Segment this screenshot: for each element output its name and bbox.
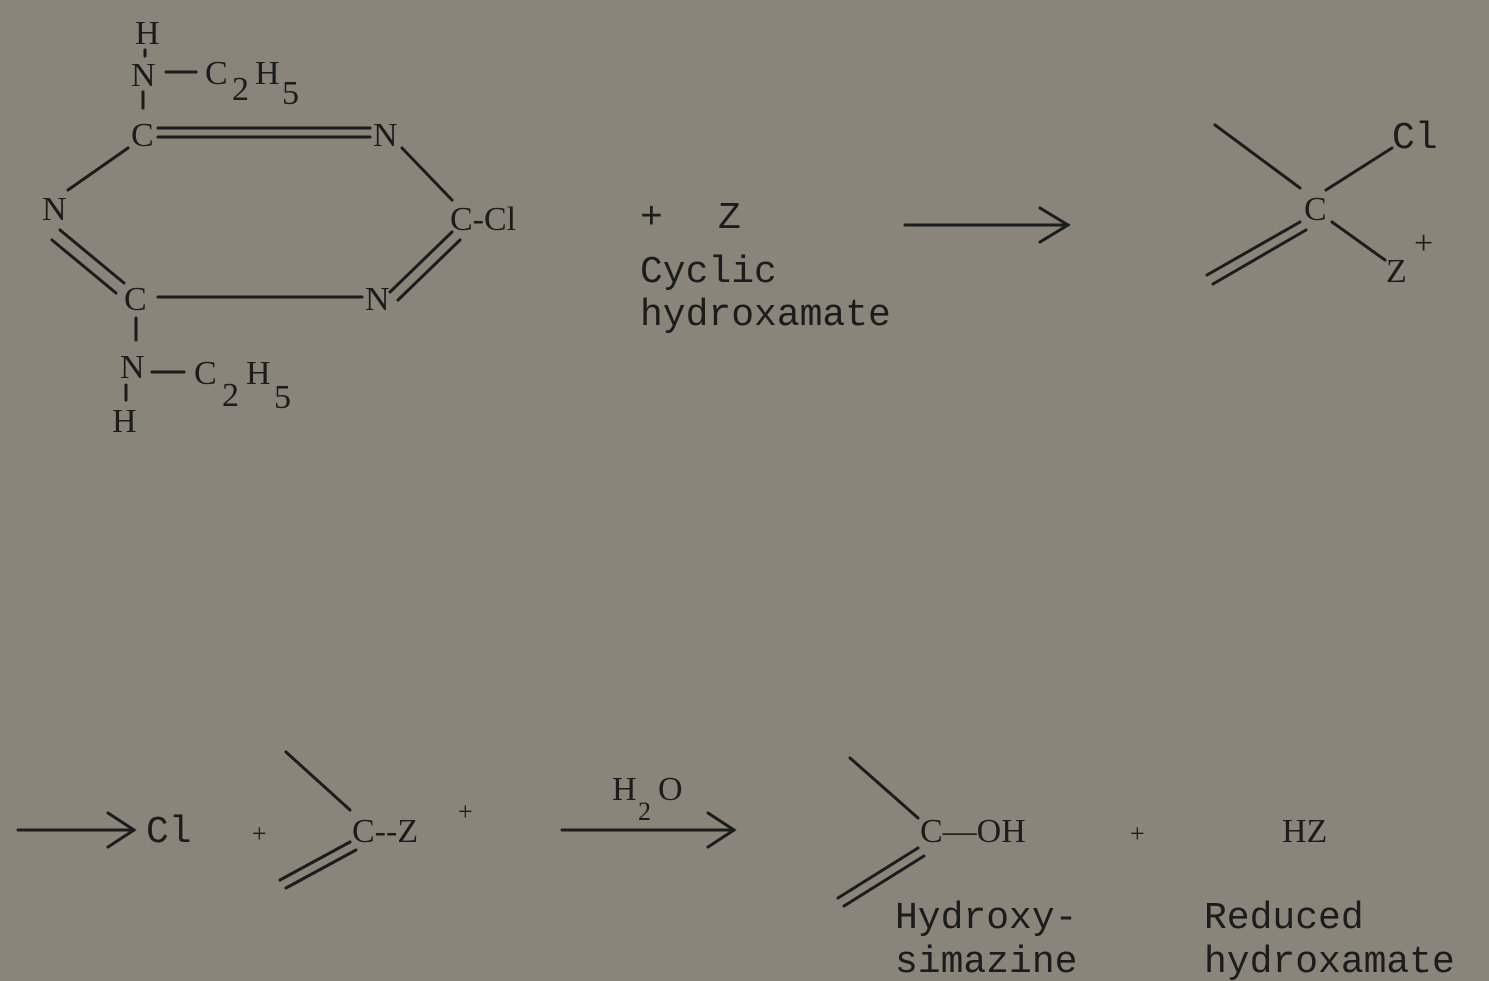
- double-bond-right-a: [388, 230, 454, 294]
- water-h: H: [612, 771, 637, 808]
- water-sub2: 2: [638, 797, 651, 826]
- ethyl-bottom-sub2: 2: [222, 377, 239, 414]
- int2-bond-upper: [284, 750, 352, 812]
- cl-product-label: Cl: [146, 811, 192, 854]
- h-bottom-label: H: [112, 403, 137, 440]
- int2-double-bond-a: [278, 840, 352, 882]
- ethyl-top-c: C: [205, 55, 228, 92]
- plus-sign-2: +: [252, 819, 267, 848]
- int1-double-bond-b: [1211, 228, 1308, 286]
- product-name-line1: Hydroxy-: [895, 897, 1077, 940]
- ethyl-top-sub2: 2: [232, 71, 249, 108]
- product-bond-upper: [848, 756, 920, 820]
- plus-sign-1: +: [640, 197, 663, 240]
- h-top-label: H: [135, 15, 160, 52]
- product-double-bond-b: [842, 854, 926, 908]
- ethyl-top-h: H: [255, 55, 280, 92]
- c-upper-label: C: [131, 117, 154, 154]
- reagent-z-label: Z: [718, 197, 741, 240]
- byproduct-name-line1: Reduced: [1204, 897, 1364, 940]
- product-name-line2: simazine: [895, 941, 1077, 981]
- reaction-arrow-1: [903, 206, 1071, 244]
- n-bottom-label: N: [120, 349, 145, 386]
- arrow-1-head: [1038, 206, 1071, 244]
- int1-double-bond-a: [1205, 220, 1302, 277]
- n-lower-right-label: N: [365, 281, 390, 318]
- double-bond-left-b: [50, 238, 118, 295]
- arrow-3-head: [706, 811, 737, 849]
- simazine-structure: H N C 2 H 5 C N N C-Cl C N N C 2 H 5: [42, 15, 516, 440]
- n-upper-right-label: N: [373, 117, 398, 154]
- double-bond-right-b: [396, 238, 462, 302]
- reaction-line-2: Cl + C--Z + H 2 O C—OH + HZ Hydroxy- sim…: [16, 750, 1455, 981]
- n-top-label: N: [131, 57, 156, 94]
- c-cl-label: C-Cl: [450, 201, 516, 238]
- plus-sign-3: +: [1130, 819, 1145, 848]
- double-bond-left-a: [58, 228, 126, 285]
- n-left-label: N: [42, 191, 67, 228]
- int2-c-z-label: C--Z: [352, 813, 418, 850]
- int1-z-label: Z: [1386, 253, 1407, 290]
- int2-charge: +: [458, 797, 473, 826]
- ethyl-bottom-c: C: [194, 355, 217, 392]
- arrow-2-head: [106, 811, 137, 849]
- int1-cl-label: Cl: [1392, 117, 1438, 160]
- int1-bond-upper-left: [1213, 123, 1302, 190]
- byproduct-name-line2: hydroxamate: [1204, 941, 1455, 981]
- product-double-bond-a: [836, 846, 920, 900]
- ethyl-bottom-h: H: [246, 355, 271, 392]
- reagent-name-line1: Cyclic: [640, 251, 777, 294]
- reagent-z: + Z Cyclic hydroxamate: [640, 197, 891, 337]
- water-o: O: [658, 771, 683, 808]
- hz-label: HZ: [1282, 813, 1327, 850]
- bond-c-n-left: [66, 146, 130, 192]
- ethyl-bottom-sub5: 5: [274, 379, 291, 416]
- int1-charge: +: [1414, 225, 1433, 262]
- product-c-oh-label: C—OH: [920, 813, 1026, 850]
- intermediate-1: C Cl Z +: [1205, 117, 1438, 290]
- int1-bond-z: [1330, 220, 1387, 262]
- reagent-name-line2: hydroxamate: [640, 294, 891, 337]
- c-lower-label: C: [124, 281, 147, 318]
- int1-c-label: C: [1304, 191, 1327, 228]
- ethyl-top-sub5: 5: [282, 75, 299, 112]
- bond-n-c-right: [400, 146, 454, 202]
- int2-double-bond-b: [284, 848, 358, 890]
- int1-bond-cl: [1324, 146, 1394, 192]
